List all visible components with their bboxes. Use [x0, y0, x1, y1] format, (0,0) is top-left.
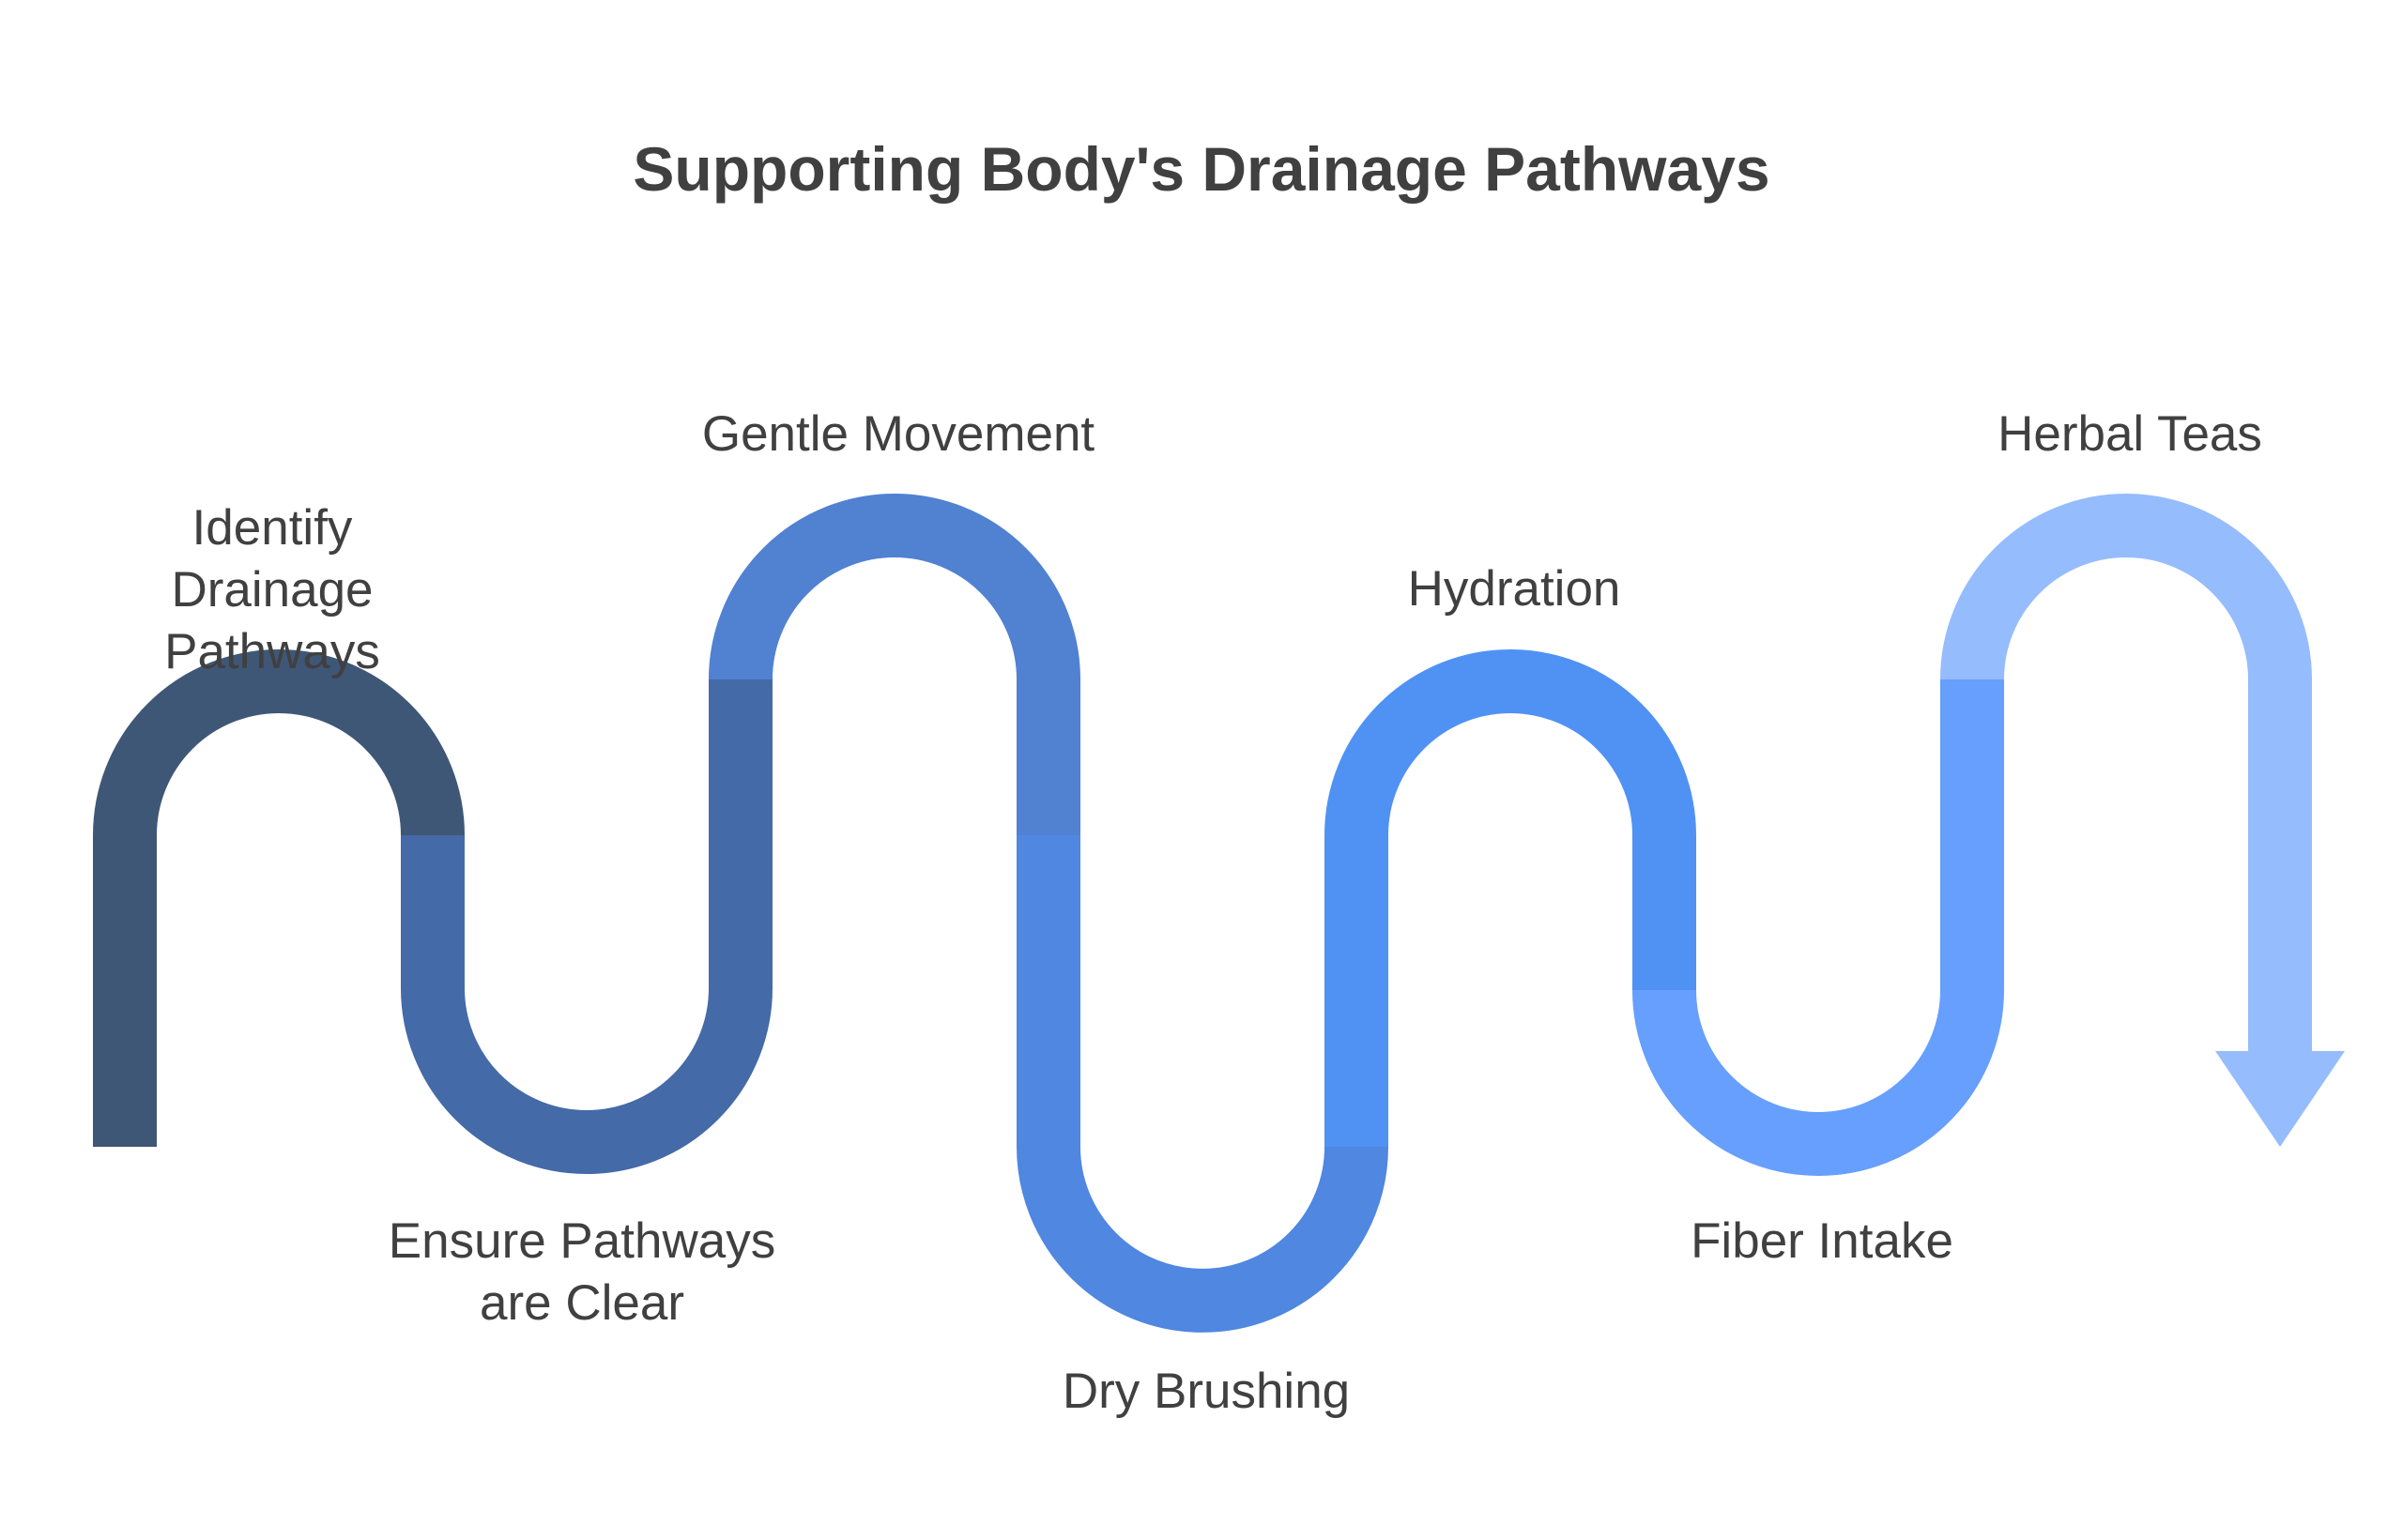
label-ensure-pathways-clear: Ensure Pathways are Clear	[388, 1213, 776, 1331]
segment-herbal-teas	[1940, 494, 2312, 1053]
label-fiber-intake: Fiber Intake	[1691, 1213, 1953, 1269]
segment-gentle-movement	[709, 494, 1080, 835]
segment-dry-brushing	[1017, 835, 1388, 1333]
label-hydration: Hydration	[1407, 561, 1621, 617]
segment-identify	[93, 649, 465, 1147]
segment-ensure-clear	[401, 679, 773, 1174]
label-dry-brushing: Dry Brushing	[1062, 1364, 1351, 1419]
label-gentle-movement: Gentle Movement	[701, 406, 1095, 462]
segment-hydration	[1324, 649, 1696, 1147]
label-identify-drainage-pathways: Identify Drainage Pathways	[164, 500, 380, 679]
label-herbal-teas: Herbal Teas	[1997, 406, 2262, 462]
arrow-head	[2215, 1051, 2345, 1147]
diagram-title: Supporting Body's Drainage Pathways	[633, 134, 1770, 204]
segment-fiber-intake	[1632, 679, 2004, 1176]
